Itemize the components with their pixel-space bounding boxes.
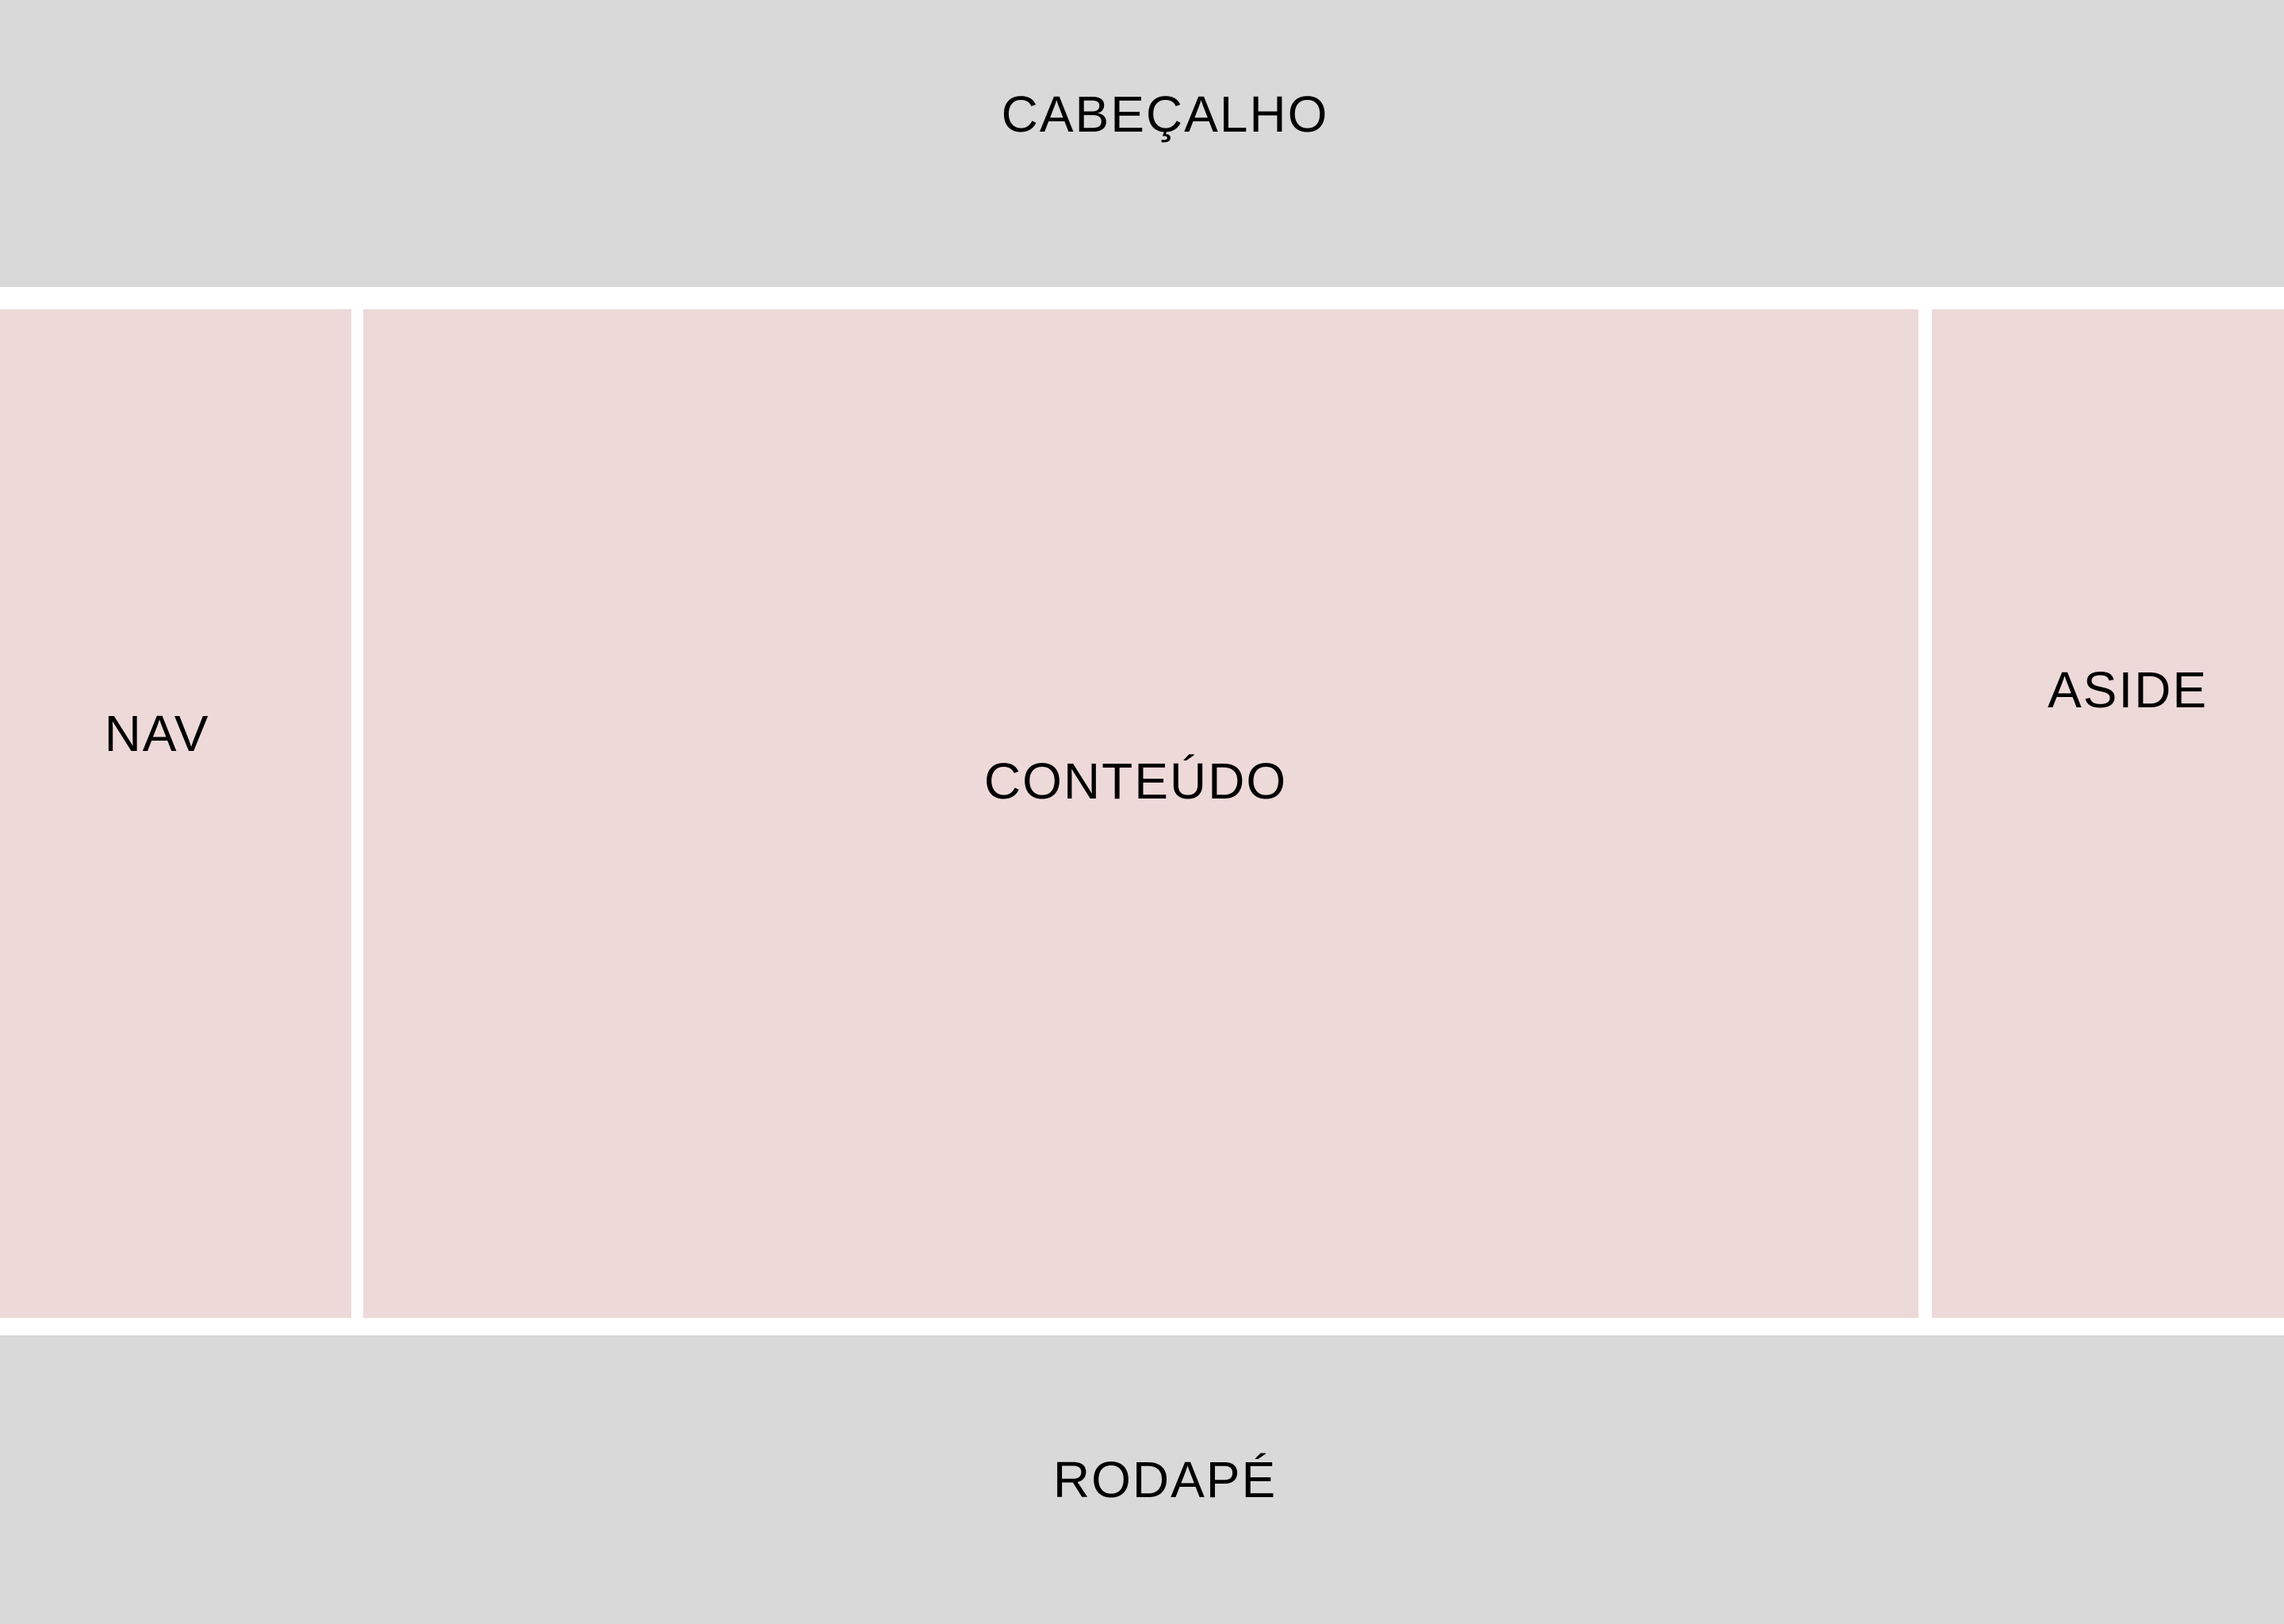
nav-label: NAV bbox=[104, 705, 210, 762]
content-label: CONTEÚDO bbox=[983, 753, 1288, 810]
nav-region: NAV bbox=[0, 309, 351, 1318]
header-label: CABEÇALHO bbox=[1001, 86, 1329, 143]
header-region: CABEÇALHO bbox=[0, 0, 2284, 287]
content-region: CONTEÚDO bbox=[363, 309, 1918, 1318]
aside-region: ASIDE bbox=[1932, 309, 2284, 1318]
aside-label: ASIDE bbox=[2047, 661, 2209, 718]
footer-label: RODAPÉ bbox=[1052, 1451, 1278, 1508]
footer-region: RODAPÉ bbox=[0, 1335, 2284, 1624]
